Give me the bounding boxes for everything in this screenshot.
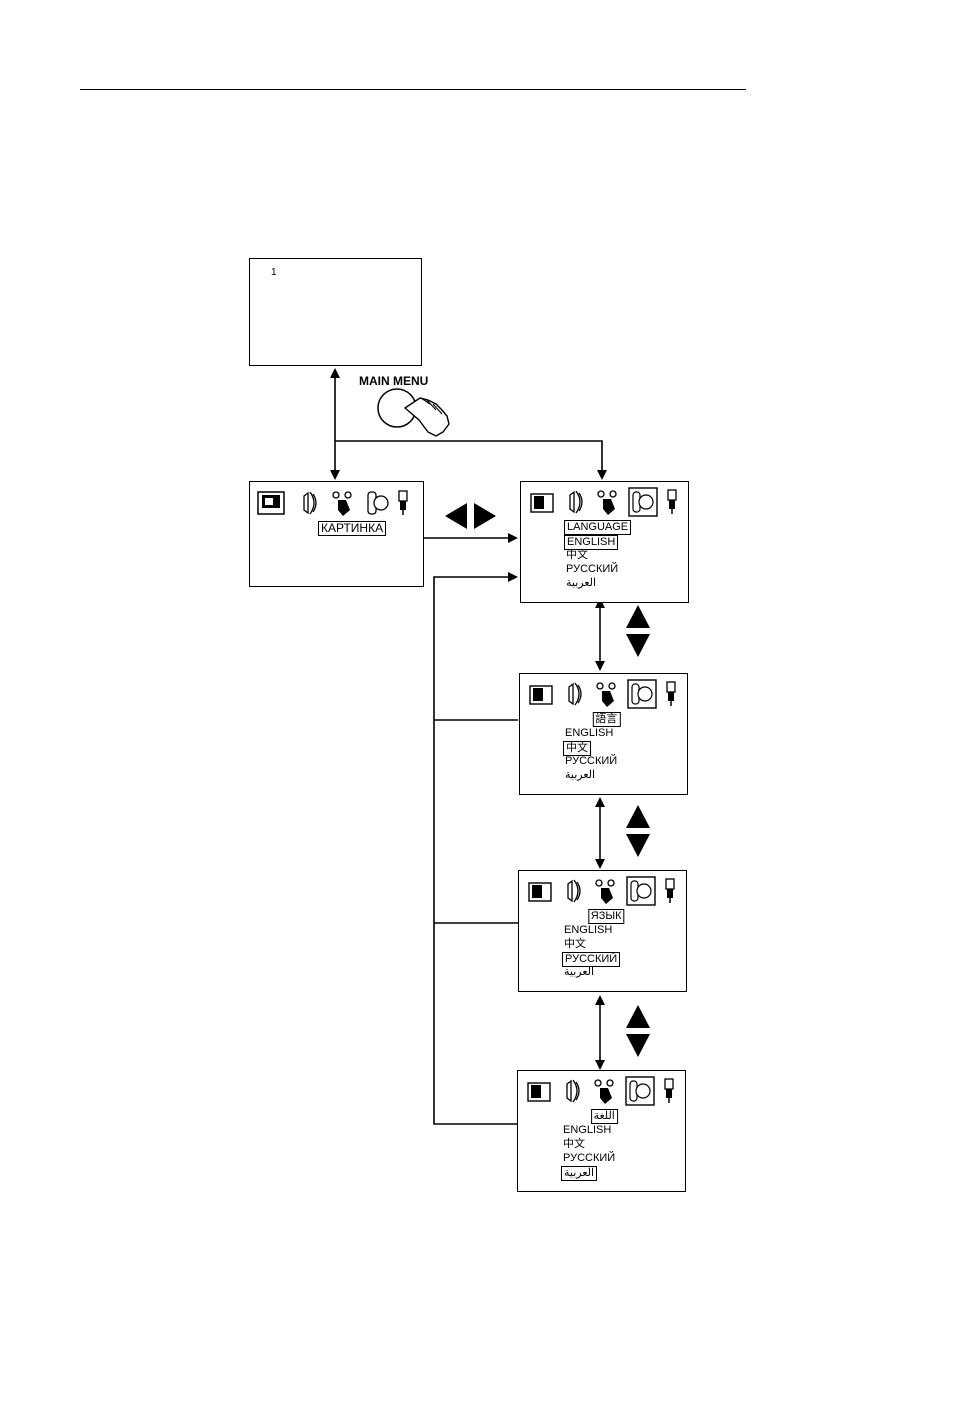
language-option[interactable]: العربية — [565, 769, 595, 782]
language-title: ЯЗЫК — [588, 909, 625, 924]
language-option[interactable]: РУССКИЙ — [566, 563, 618, 576]
power-icon — [666, 879, 674, 903]
picture-menu-screen: КАРТИНКА — [249, 481, 424, 587]
language-option[interactable]: 中文 — [563, 741, 591, 756]
function-icon — [596, 880, 614, 904]
language-option[interactable]: ENGLISH — [564, 535, 618, 550]
picture-icon — [529, 883, 551, 901]
language-icon — [627, 877, 655, 905]
language-title: 語言 — [592, 712, 620, 727]
function-icon — [595, 1080, 613, 1104]
left-arrow-icon — [445, 503, 467, 529]
up-down-arrow-icon — [626, 605, 650, 657]
language-option[interactable]: ENGLISH — [564, 924, 612, 937]
menu-icon-bar — [519, 871, 687, 911]
power-icon — [668, 490, 676, 514]
function-icon — [598, 491, 616, 515]
up-down-arrow-icon — [626, 1005, 650, 1057]
language-option[interactable]: 中文 — [566, 549, 588, 562]
language-icon — [626, 1077, 654, 1105]
language-title: LANGUAGE — [564, 520, 631, 535]
function-icon — [597, 683, 615, 707]
language-option[interactable]: العربية — [561, 1166, 597, 1181]
menu-icon-bar — [521, 482, 689, 522]
language-option[interactable]: 中文 — [564, 938, 586, 951]
menu-icon-bar — [250, 482, 422, 522]
picture-icon — [258, 492, 284, 514]
sound-icon — [569, 683, 581, 705]
language-option[interactable]: РУССКИЙ — [565, 755, 617, 768]
power-icon — [665, 1079, 673, 1103]
up-down-arrow-icon — [626, 805, 650, 857]
sound-icon — [304, 492, 316, 514]
power-icon — [399, 491, 407, 515]
language-option[interactable]: ENGLISH — [565, 727, 613, 740]
language-option[interactable]: 中文 — [563, 1138, 585, 1151]
language-option[interactable]: العربية — [566, 577, 596, 590]
power-icon — [667, 682, 675, 706]
menu-title: КАРТИНКА — [318, 521, 386, 536]
sound-icon — [570, 491, 582, 513]
right-arrow-icon — [474, 503, 496, 529]
sound-icon — [568, 880, 580, 902]
function-icon — [333, 492, 351, 516]
picture-icon — [528, 1083, 550, 1101]
menu-icon-bar — [518, 1071, 686, 1111]
sound-icon — [567, 1080, 579, 1102]
picture-icon — [530, 686, 552, 704]
language-option[interactable]: ENGLISH — [563, 1124, 611, 1137]
language-icon — [628, 680, 656, 708]
menu-icon-bar — [520, 674, 688, 714]
language-title: اللغة — [591, 1109, 618, 1124]
language-icon — [368, 492, 388, 514]
language-option[interactable]: РУССКИЙ — [562, 952, 620, 967]
language-option[interactable]: РУССКИЙ — [563, 1152, 615, 1165]
picture-icon — [531, 494, 553, 512]
language-option[interactable]: العربية — [564, 966, 594, 979]
language-icon — [629, 488, 657, 516]
